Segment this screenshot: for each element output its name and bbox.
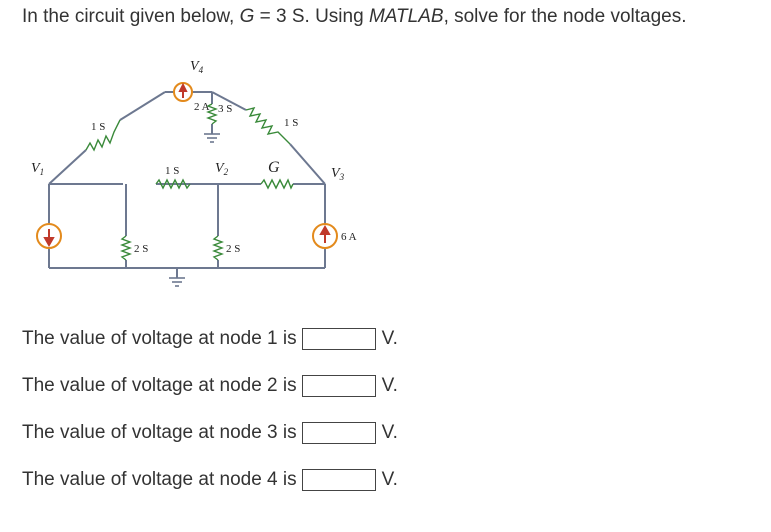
resistor-left-top — [85, 119, 121, 152]
answer-row-node-1: The value of voltage at node 1 is V. — [22, 328, 398, 350]
answer-unit-node-3: V. — [381, 422, 398, 443]
resistor-center-top — [155, 178, 191, 190]
label-r-right-top: 1 S — [284, 117, 298, 129]
label-r-top-shunt: 3 S — [218, 103, 232, 115]
answer-input-node-4[interactable] — [301, 469, 376, 491]
resistor-g — [260, 178, 294, 190]
ground-symbol-top — [204, 133, 220, 143]
label-g-resistor: G — [268, 159, 280, 176]
question-part-1: In the circuit given below, — [22, 6, 240, 27]
resistor-right-top — [245, 106, 291, 145]
label-src-2a: 2 A — [194, 101, 210, 113]
answer-row-node-2: The value of voltage at node 2 is V. — [22, 375, 398, 397]
resistor-top-shunt — [206, 103, 218, 125]
label-r-left-top: 1 S — [91, 121, 105, 133]
circuit-wires — [48, 91, 326, 278]
answer-label-node-1: The value of voltage at node 1 is — [22, 328, 297, 349]
answer-label-node-4: The value of voltage at node 4 is — [22, 469, 297, 490]
label-r-center-top: 1 S — [165, 165, 179, 177]
answer-row-node-3: The value of voltage at node 3 is V. — [22, 422, 398, 444]
ground-symbol-bottom — [169, 277, 185, 287]
answer-unit-node-1: V. — [381, 328, 398, 349]
node-label-v2: V2 — [215, 161, 229, 177]
answer-input-node-3[interactable] — [301, 422, 376, 444]
answer-row-node-4: The value of voltage at node 4 is V. — [22, 469, 398, 491]
answer-input-node-1[interactable] — [301, 328, 376, 350]
answer-input-node-2[interactable] — [301, 375, 376, 397]
current-source-5a — [36, 223, 62, 249]
node-label-v4: V4 — [190, 59, 204, 75]
node-label-v3: V3 — [331, 166, 345, 182]
answer-unit-node-4: V. — [381, 469, 398, 490]
question-g-symbol: G — [239, 6, 255, 27]
resistor-left-shunt — [120, 235, 132, 261]
label-r-mid-shunt: 2 S — [226, 243, 240, 255]
resistor-mid-shunt — [212, 235, 224, 261]
answer-label-node-2: The value of voltage at node 2 is — [22, 375, 297, 396]
current-source-2a — [173, 82, 193, 102]
question-tool: MATLAB — [368, 6, 444, 27]
question-part-3: , solve for the node voltages. — [443, 6, 687, 27]
question-text: In the circuit given below, G = 3 S. Usi… — [22, 6, 687, 28]
answer-label-node-3: The value of voltage at node 3 is — [22, 422, 297, 443]
node-label-v1: V1 — [31, 161, 44, 177]
label-r-left-shunt: 2 S — [134, 243, 148, 255]
circuit-diagram: V4 V1 V2 V3 1 S 1 S 1 S 2 S 2 S 3 S G 5 … — [31, 59, 357, 287]
question-part-2: = 3 S. Using — [254, 6, 369, 27]
current-source-6a — [312, 223, 338, 249]
answer-unit-node-2: V. — [381, 375, 398, 396]
label-src-6a: 6 A — [341, 231, 357, 243]
